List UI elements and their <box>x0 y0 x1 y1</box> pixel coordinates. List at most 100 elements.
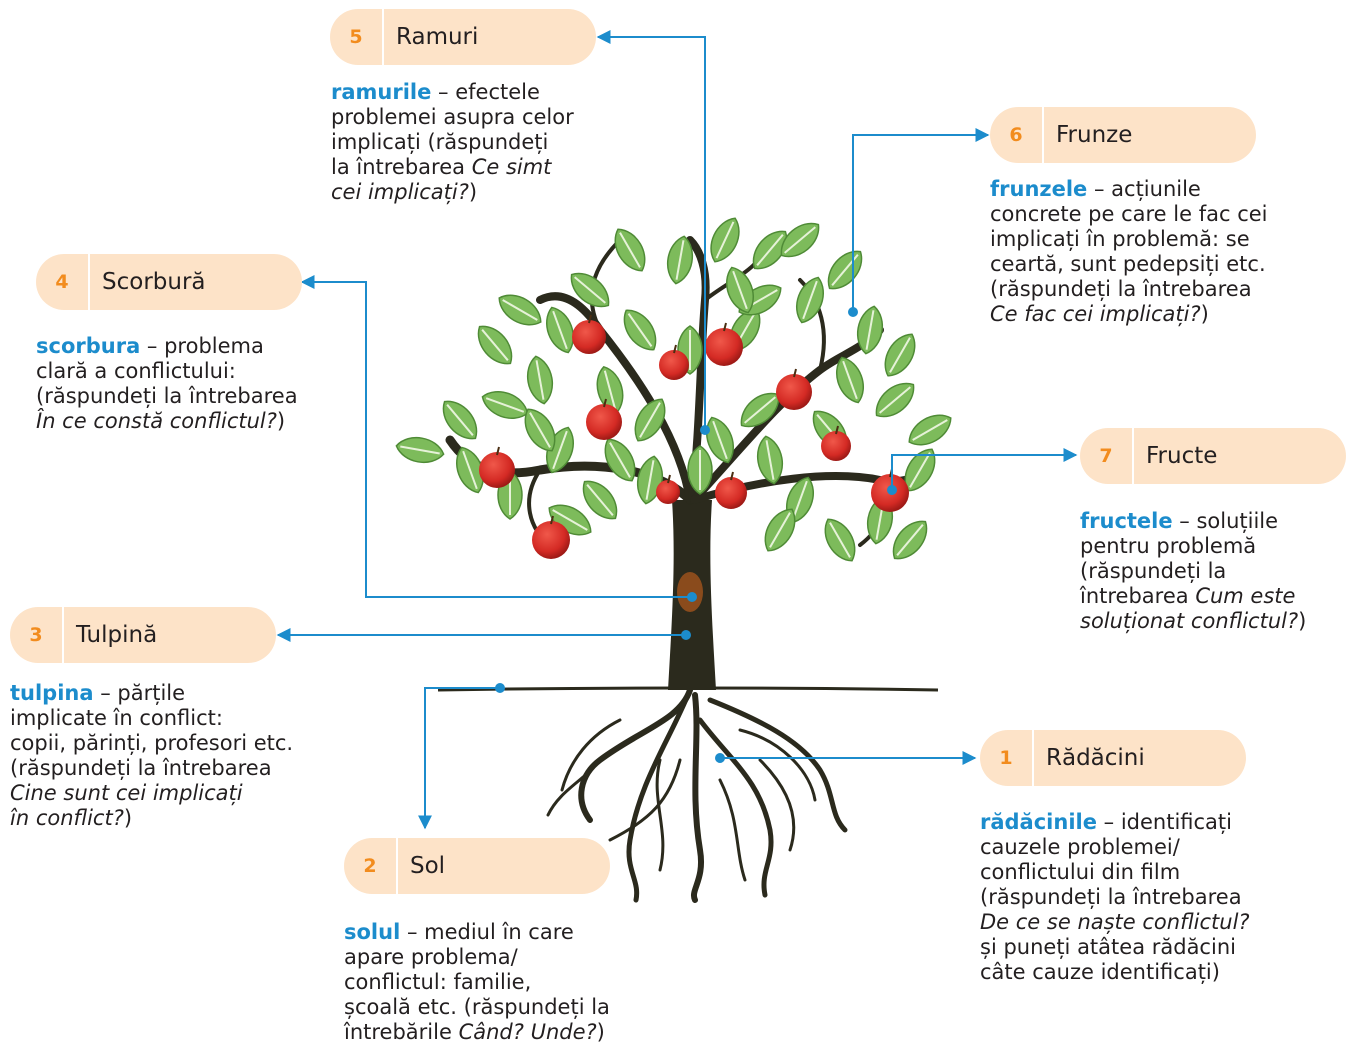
desc-text: (răspundeți la <box>1080 559 1227 583</box>
desc-line: tulpina – părțile <box>10 681 293 706</box>
part-pill-trunk: 3 Tulpină <box>10 607 276 663</box>
leader-lines <box>276 30 1078 830</box>
hollow-drawing <box>677 572 703 612</box>
desc-text: și puneți atâtea rădăcini <box>980 935 1236 959</box>
leaf-shape <box>527 355 553 405</box>
desc-text: pentru problemă <box>1080 534 1257 558</box>
apple-stem <box>550 515 554 525</box>
part-pill-soil: 2 Sol <box>344 838 610 894</box>
leaf-shape <box>582 480 618 520</box>
leader-fruits <box>891 448 1078 490</box>
leaf-shape <box>614 228 646 272</box>
desc-text: (răspundeți la întrebarea <box>980 885 1242 909</box>
apple-shape <box>532 521 570 559</box>
desc-text: Ce fac cei implicați? <box>990 302 1201 326</box>
desc-line: în conflict?) <box>10 806 293 831</box>
leaves-drawing <box>395 217 952 562</box>
desc-text: copii, părinți, profesori etc. <box>10 731 294 755</box>
apple-stem <box>496 446 500 456</box>
keyword: fructele <box>1080 509 1173 533</box>
apple-shape <box>656 480 680 504</box>
apple-shape <box>586 404 622 440</box>
desc-text: apare problema/ <box>344 945 518 969</box>
leaf-shape <box>456 446 484 494</box>
apple-stem <box>603 398 607 408</box>
keyword: solul <box>344 920 401 944</box>
desc-line: școală etc. (răspundeți la <box>344 995 610 1020</box>
apple-shape <box>479 452 515 488</box>
keyword: scorbura <box>36 334 141 358</box>
desc-text: Ce simt <box>471 155 552 179</box>
desc-line: pentru problemă <box>1080 534 1306 559</box>
desc-text: (răspundeți la întrebarea <box>990 277 1252 301</box>
part-number: 2 <box>344 838 398 894</box>
desc-line: conflictul: familie, <box>344 970 610 995</box>
desc-text: – identificați <box>1096 810 1232 834</box>
desc-line: la întrebarea Ce simt <box>331 155 574 180</box>
desc-line: apare problema/ <box>344 945 610 970</box>
apple-stem <box>673 344 677 354</box>
desc-text: ) <box>123 806 133 830</box>
part-number: 7 <box>1080 428 1134 484</box>
apple-shape <box>705 328 743 366</box>
desc-line: implicați în problemă: se <box>990 227 1268 252</box>
desc-line: conflictului din film <box>980 860 1250 885</box>
leaf-shape <box>604 438 636 482</box>
leader-hollow <box>300 275 692 598</box>
desc-text: școală etc. (răspundeți la <box>344 995 610 1019</box>
leaf-shape <box>836 356 864 404</box>
desc-text: – acțiunile <box>1087 177 1201 201</box>
desc-text: clară a conflictului: <box>36 359 236 383</box>
apple-shape <box>776 374 812 410</box>
apples-drawing <box>479 314 909 559</box>
leaf-shape <box>623 309 657 351</box>
leaf-shape <box>764 508 796 552</box>
desc-line: solul – mediul în care <box>344 920 610 945</box>
leaf-shape <box>477 325 513 365</box>
leaf-shape <box>824 518 856 562</box>
part-label: Sol <box>410 853 446 879</box>
desc-text: soluționat conflictul? <box>1080 609 1299 633</box>
desc-line: soluționat conflictul?) <box>1080 609 1306 634</box>
leaf-shape <box>395 437 445 463</box>
desc-text: Când? Unde? <box>458 1020 597 1044</box>
desc-line: Ce fac cei implicați?) <box>990 302 1268 327</box>
apple-stem <box>723 322 727 332</box>
apple-shape <box>572 320 606 354</box>
desc-text: – părțile <box>93 681 186 705</box>
desc-text: conflictul: familie, <box>344 970 532 994</box>
part-pill-hollow: 4 Scorbură <box>36 254 302 310</box>
apple-shape <box>659 350 689 380</box>
keyword: rădăcinile <box>980 810 1097 834</box>
desc-text: implicate în conflict: <box>10 706 223 730</box>
leaf-shape <box>634 398 666 442</box>
keyword: frunzele <box>990 177 1088 201</box>
leaf-shape <box>875 382 915 418</box>
desc-text: – efectele <box>431 80 540 104</box>
apple-stem <box>793 368 797 378</box>
leader-branches <box>596 30 706 430</box>
leaf-shape <box>908 414 952 446</box>
leaf-shape <box>757 435 783 485</box>
desc-line: problemei asupra celor <box>331 105 574 130</box>
keyword: tulpina <box>10 681 94 705</box>
leaf-shape <box>726 266 754 314</box>
part-label: Rădăcini <box>1046 745 1145 771</box>
leaf-shape <box>740 392 780 428</box>
part-pill-fruits: 7 Fructe <box>1080 428 1346 484</box>
desc-line: copii, părinți, profesori etc. <box>10 731 293 756</box>
desc-line: (răspundeți la întrebarea <box>10 756 293 781</box>
desc-line: concrete pe care le fac cei <box>990 202 1268 227</box>
part-number: 1 <box>980 730 1034 786</box>
part-pill-roots: 1 Rădăcini <box>980 730 1246 786</box>
leaf-shape <box>498 294 542 326</box>
desc-line: cei implicați?) <box>331 180 574 205</box>
desc-text: ) <box>276 409 286 433</box>
leaf-shape <box>857 305 883 355</box>
